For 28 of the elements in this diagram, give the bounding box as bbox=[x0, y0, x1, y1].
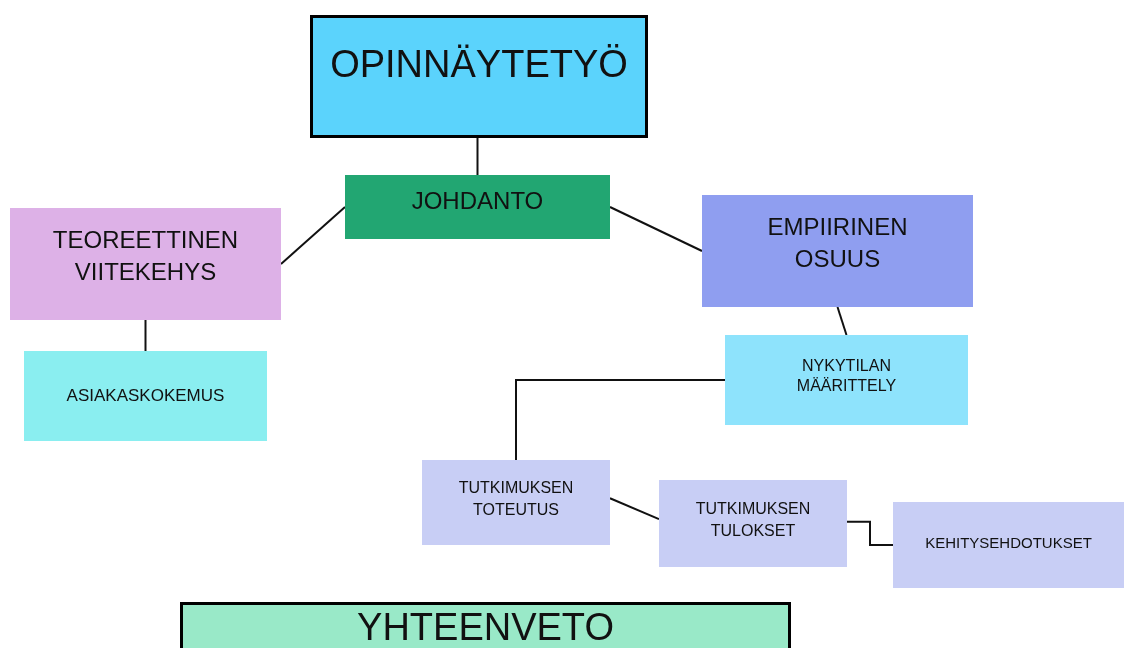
topic-box bbox=[659, 480, 847, 567]
box-label: EMPIIRINEN OSUUS bbox=[766, 212, 909, 274]
topic-box bbox=[702, 195, 973, 307]
box-label: TEOREETTINEN VIITEKEHYS bbox=[51, 225, 240, 287]
box-label: OPINNÄYTETYÖ bbox=[330, 42, 628, 87]
connector-line bbox=[515, 379, 726, 461]
box-label: TUTKIMUKSEN TULOKSET bbox=[694, 498, 812, 541]
connector-line bbox=[144, 319, 147, 352]
box-label: ASIAKASKOKEMUS bbox=[66, 385, 225, 408]
topic-box bbox=[422, 460, 610, 545]
topic-box bbox=[893, 502, 1124, 588]
connector-line bbox=[836, 306, 848, 336]
topic-box bbox=[10, 208, 281, 320]
topic-box bbox=[180, 602, 791, 648]
connector-line bbox=[476, 137, 479, 176]
topic-box bbox=[310, 15, 648, 138]
connector-line bbox=[280, 206, 346, 265]
connector-line bbox=[609, 206, 703, 252]
topic-box bbox=[345, 175, 610, 239]
box-label: TUTKIMUKSEN TOTEUTUS bbox=[457, 477, 575, 520]
topic-box bbox=[725, 335, 968, 425]
connector-line bbox=[846, 520, 894, 546]
box-label: NYKYTILAN MÄÄRITTELY bbox=[795, 356, 898, 396]
topic-box bbox=[24, 351, 267, 441]
box-label: YHTEENVETO bbox=[357, 606, 614, 647]
connector-line bbox=[609, 497, 660, 521]
box-label: JOHDANTO bbox=[411, 186, 544, 216]
box-label: KEHITYSEHDOTUKSET bbox=[925, 532, 1092, 553]
